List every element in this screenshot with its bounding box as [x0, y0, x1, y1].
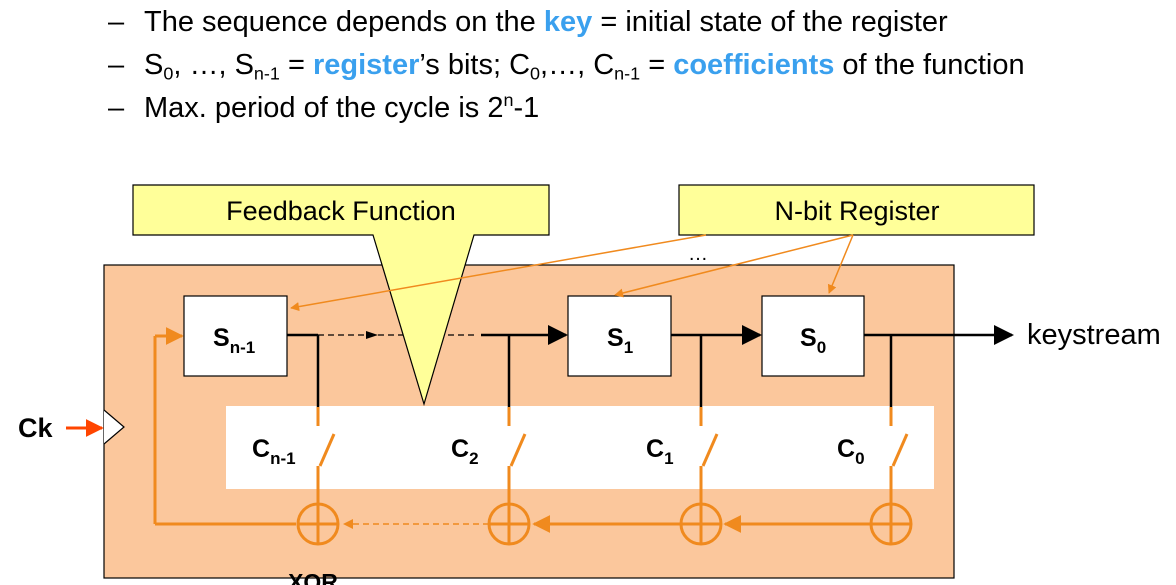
register-label-s1: S1 [607, 324, 633, 357]
callout-pointers [290, 234, 854, 312]
coefficient-label-c1: C1 [646, 435, 674, 468]
superscript: n [503, 90, 514, 111]
bullet-text: = initial state of the register [592, 6, 948, 38]
bullet-text: Max. period of the cycle is 2 [144, 92, 504, 124]
subscript: 0 [163, 63, 174, 84]
bullet-text: of the function [834, 49, 1025, 81]
subscript: n-1 [253, 63, 280, 84]
bullet-dash: – [108, 6, 125, 38]
register-ellipsis: … [688, 243, 708, 265]
xor-icon [869, 502, 913, 546]
bullet-text: , …, [173, 49, 235, 81]
bullet-text: ,…, [540, 49, 594, 81]
shift-path [287, 325, 1014, 407]
symbol-s: S [234, 49, 254, 81]
term-coefficients: coefficients [673, 49, 835, 81]
subscript: 0 [530, 63, 541, 84]
feedback-network [153, 327, 909, 533]
term-key: key [543, 6, 593, 38]
coefficient-strip [226, 406, 934, 489]
term-register: register [312, 49, 420, 81]
clock-input-triangle [103, 409, 125, 445]
bullet-max-period: – Max. period of the cycle is 2n-1 [108, 90, 1025, 124]
bullet-register-bits: – S0, …, Sn-1 = register’s bits; C0,…, C… [108, 49, 1025, 84]
bullet-key: – The sequence depends on the key = init… [108, 6, 1025, 38]
feedback-arrowhead [343, 519, 353, 529]
subscript: n-1 [614, 63, 641, 84]
callout-nbit-register [678, 184, 1035, 236]
bullet-dash: – [108, 92, 125, 124]
xor-label: XOR [288, 569, 338, 585]
symbol-c: C [509, 49, 531, 81]
register-label-s0: S0 [800, 324, 826, 357]
symbol-s: S [144, 49, 164, 81]
callout-feedback-label: Feedback Function [226, 196, 456, 226]
register-cell-sn1 [183, 295, 288, 377]
bullet-text: The sequence depends on the [144, 6, 544, 38]
symbol-c: C [593, 49, 615, 81]
clock-label: Ck [18, 413, 53, 443]
coefficient-label-cn1: Cn-1 [252, 435, 296, 468]
bullet-dash: – [108, 49, 125, 81]
xor-icon [296, 502, 340, 546]
xor-icon [679, 502, 723, 546]
register-label-sn1: Sn-1 [213, 324, 255, 357]
register-cells [183, 295, 865, 377]
xor-icon [487, 502, 531, 546]
bullet-list: – The sequence depends on the key = init… [108, 6, 1025, 135]
callout-feedback-function [132, 184, 550, 407]
callout-register-label: N-bit Register [774, 196, 939, 226]
bullet-text: ’s bits; [419, 49, 510, 81]
coefficient-label-c0: C0 [837, 435, 865, 468]
bullet-text: = [279, 49, 313, 81]
bullet-text: = [640, 49, 674, 81]
bullet-text: -1 [513, 92, 540, 124]
register-cell-s0 [761, 295, 865, 377]
keystream-label: keystream [1027, 319, 1161, 351]
xor-gates [296, 502, 913, 546]
shift-arrowhead [366, 331, 378, 339]
coefficient-label-c2: C2 [451, 435, 479, 468]
